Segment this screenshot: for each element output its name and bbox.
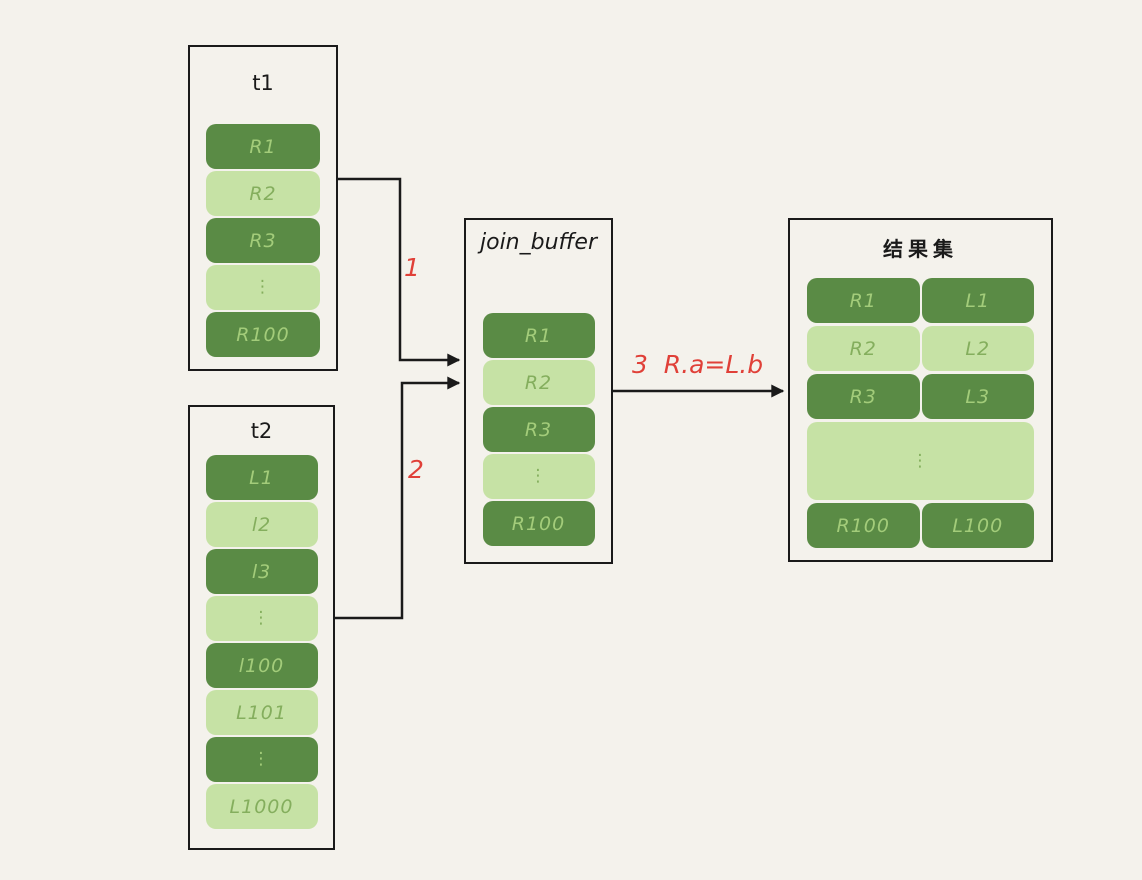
table-row-ellipsis: ⋮ [205,596,318,641]
result-cell-right: L3 [921,374,1034,419]
result-row-ellipsis: ⋮ [807,422,1034,500]
result-set-box: 结果集 R1 L1 R2 L2 R3 L3 ⋮ R100 L100 [788,218,1053,562]
result-set-rows: R1 L1 R2 L2 R3 L3 ⋮ R100 L100 [790,278,1051,548]
result-row: R2 L2 [807,326,1034,371]
table-row: R1 [206,124,320,169]
table-t1-rows: R1 R2 R3 ⋮ R100 [190,124,336,357]
table-row: R100 [482,501,595,546]
table-row-ellipsis: ⋮ [206,265,320,310]
table-row: R3 [206,218,320,263]
table-row: R2 [206,171,320,216]
arrow-t1-to-joinbuffer [338,177,461,367]
result-cell-left: R1 [807,278,920,323]
table-row-ellipsis: ⋮ [205,737,318,782]
result-cell-left: R100 [807,503,920,548]
result-cell-left: R3 [807,374,920,419]
table-row: R2 [482,360,595,405]
result-cell-ellipsis: ⋮ [807,422,1034,500]
table-row: L101 [205,690,318,735]
table-row: R100 [206,312,320,357]
table-t2-title: t2 [250,419,273,443]
result-cell-right: L100 [921,503,1034,548]
table-row: R1 [482,313,595,358]
table-t2: t2 L1 l2 l3 ⋮ l100 L101 ⋮ L1000 [188,405,335,850]
table-t2-rows: L1 l2 l3 ⋮ l100 L101 ⋮ L1000 [190,455,333,829]
table-row: l2 [205,502,318,547]
table-row: L1000 [205,784,318,829]
table-t1-title: t1 [252,71,274,95]
step-2-label: 2 [408,455,424,484]
step-3-condition-label: 3 R.a=L.b [632,350,764,379]
join-buffer-rows: R1 R2 R3 ⋮ R100 [466,313,611,546]
arrow-t2-to-joinbuffer [335,376,461,620]
table-t1: t1 R1 R2 R3 ⋮ R100 [188,45,338,371]
table-row: L1 [205,455,318,500]
result-cell-left: R2 [807,326,920,371]
result-cell-right: L1 [921,278,1034,323]
table-row: R3 [482,407,595,452]
result-row: R100 L100 [807,503,1034,548]
table-row: l3 [205,549,318,594]
result-cell-right: L2 [921,326,1034,371]
table-row-ellipsis: ⋮ [482,454,595,499]
table-row: l100 [205,643,318,688]
step-1-label: 1 [404,253,420,282]
join-buffer-title: join_buffer [480,230,597,255]
result-row: R1 L1 [807,278,1034,323]
join-buffer-box: join_buffer R1 R2 R3 ⋮ R100 [464,218,613,564]
result-set-title: 结果集 [883,237,958,261]
result-row: R3 L3 [807,374,1034,419]
